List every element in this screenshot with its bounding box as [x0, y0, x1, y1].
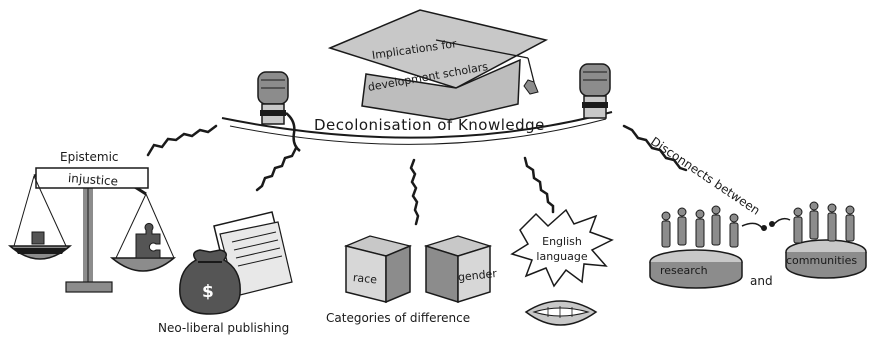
disconnect-plug-icon [741, 217, 791, 231]
raised-fist-right-icon [579, 63, 611, 119]
speech-burst-icon [510, 208, 614, 288]
and-label: and [750, 274, 773, 288]
money-bag-icon [179, 249, 241, 315]
gender-box-icon [423, 235, 493, 304]
banner-arc-inner [229, 118, 607, 145]
graduation-cap-icon [327, 9, 549, 121]
race-label: race [352, 271, 378, 287]
communities-label: communities [786, 254, 858, 267]
publishing-label: Neo-liberal publishing [158, 321, 290, 335]
language-label-line1: English [542, 235, 582, 248]
people-figures-icon [661, 201, 855, 248]
chain-links [146, 124, 688, 226]
scales-label-line2: injustice [67, 171, 119, 189]
language-label-line2: language [536, 250, 588, 263]
scales-of-justice-icon [7, 167, 177, 293]
research-label: research [660, 264, 708, 277]
money-symbol: $ [202, 282, 214, 302]
banner-title: Decolonisation of Knowledge [314, 116, 545, 134]
raised-fist-left-icon [257, 71, 301, 152]
communities-platform-icon [785, 239, 867, 279]
research-platform-icon [649, 249, 743, 289]
banner-arc [221, 111, 613, 139]
scales-label-line1: Epistemic [60, 150, 119, 164]
categories-caption: Categories of difference [326, 311, 471, 325]
mouth-icon [524, 300, 598, 326]
race-box-icon [343, 235, 413, 304]
